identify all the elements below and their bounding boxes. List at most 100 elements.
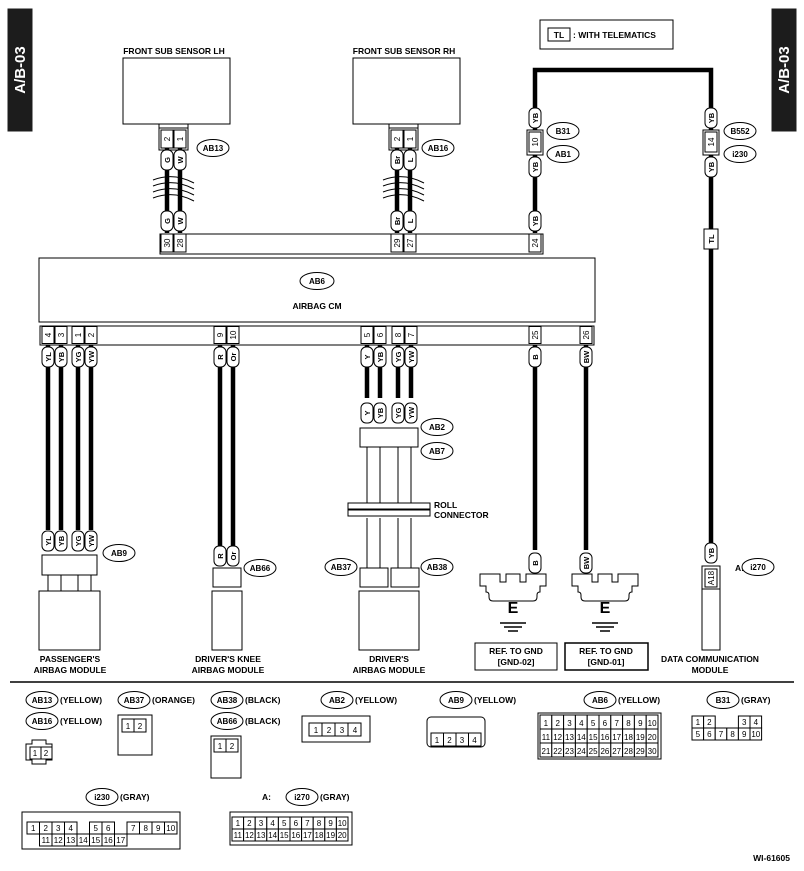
legend-ab37-oval-text: AB37	[124, 696, 145, 705]
legend-i270-pin-13: 13	[257, 831, 266, 840]
ab66-connector-frame	[212, 567, 242, 588]
legend-ab13-pin-2: 2	[44, 749, 49, 758]
airbag-cm-bottom-5-wire-label-text: Or	[229, 353, 238, 362]
sensor-lh-0-upper-wire-label	[160, 149, 174, 171]
airbag-cm-top-pin-strip	[159, 233, 544, 255]
legend-ab6-pin-6: 6	[603, 719, 608, 728]
legend-ab2-pin-2: 2	[327, 726, 332, 735]
ab2-0-wire-label	[360, 402, 374, 424]
legend-ab6-pin-25: 25	[589, 747, 598, 756]
ground-gnd-02-wire-label	[528, 552, 542, 574]
ground-gnd-01-wire-label	[579, 552, 593, 574]
legend-ab66-pin-1: 1	[218, 742, 223, 751]
ab9-code-oval	[102, 544, 136, 562]
b552-code-oval	[723, 122, 757, 140]
sensor-rh-twist-line	[382, 188, 425, 196]
sensor-rh-twist-line	[382, 194, 425, 202]
roll-connector-bottom	[347, 509, 431, 517]
legend-b31-pin-9: 9	[742, 730, 747, 739]
dcm-code-oval-text: i270	[750, 563, 766, 572]
legend-ab37-color: (ORANGE)	[152, 695, 195, 705]
legend-i230-pin-9: 9	[156, 824, 161, 833]
tl-marker-box	[703, 228, 719, 250]
legend-i230-cell	[164, 821, 178, 835]
airbag-cm-bottom-3-pin-text: 2	[87, 332, 96, 337]
legend-i230-pin-15: 15	[91, 836, 100, 845]
legend-ab66-pin-2: 2	[230, 742, 235, 751]
legend-ab13-oval-text: AB13	[32, 696, 53, 705]
airbag-cm-bottom-11-pin-text: 26	[582, 330, 591, 339]
legend-i270-pin-5: 5	[282, 819, 287, 828]
legend-ab9-color: (YELLOW)	[474, 695, 516, 705]
legend-i230-pin-11: 11	[42, 836, 51, 845]
airbag-cm-top-2-pin	[390, 233, 404, 253]
legend-ab13-color: (YELLOW)	[60, 695, 102, 705]
sensor-rh-0-upper-wire-label	[390, 149, 404, 171]
ab9-3-wire-label	[84, 530, 98, 552]
legend-ab37-pin-1: 1	[126, 722, 131, 731]
ground-gnd-01-ref-text-1: REF. TO GND	[579, 646, 633, 656]
dcm-prefix: A:	[735, 563, 744, 573]
legend-ab6-pin-1: 1	[544, 719, 549, 728]
airbag-cm-bottom-8-wire-label-text: YG	[394, 351, 403, 362]
b552-lower-wire-label-text: YB	[707, 161, 716, 172]
legend-i230-pin-14: 14	[79, 836, 88, 845]
airbag-cm-bottom-7-wire-label-text: YB	[376, 351, 385, 362]
right-section-tab	[771, 8, 797, 132]
drivers-airbag-module-label-1: DRIVER'S	[369, 654, 409, 664]
dcm-a18-pin	[704, 568, 718, 588]
telematics-legend-code: TL	[554, 30, 564, 40]
legend-i230-pin-2: 2	[44, 824, 49, 833]
legend-i270-pin-8: 8	[317, 819, 322, 828]
legend-ab9-pin-3: 3	[460, 736, 465, 745]
legend-ab6-pin-3: 3	[567, 719, 572, 728]
sensor-lh-1-pin-text: 1	[176, 136, 185, 141]
legend-i230-pin-7: 7	[131, 824, 136, 833]
airbag-cm-top-4-pin	[528, 233, 542, 253]
sensor-lh-0-lower-wire-label-text: G	[163, 218, 172, 224]
left-section-tab	[7, 8, 33, 132]
airbag-cm-bottom-4-pin	[213, 326, 227, 344]
drivers-knee-airbag-module-label-1: DRIVER'S KNEE	[195, 654, 261, 664]
airbag-cm-top-4-pin-text: 24	[531, 238, 540, 247]
legend-ab37-oval	[117, 691, 151, 709]
airbag-cm-bottom-1-pin	[54, 326, 68, 344]
airbag-cm-24-wire-label-text: YB	[531, 215, 540, 226]
airbag-cm-bottom-5-wire-label	[226, 346, 240, 368]
airbag-cm-bottom-10-wire-label-text: B	[531, 354, 540, 360]
data-communication-module-label-2: MODULE	[692, 665, 729, 675]
legend-i230-pin-10: 10	[166, 824, 175, 833]
legend-b31-pin-10: 10	[751, 730, 760, 739]
airbag-cm-bottom-4-wire-label-text: R	[216, 354, 225, 360]
sensor-lh-1-upper-wire-label	[173, 149, 187, 171]
ground-gnd-02-mark: E	[508, 600, 519, 617]
legend-ab37-pin-2: 2	[138, 722, 143, 731]
legend-b31-pin-6: 6	[707, 730, 712, 739]
b31-code-oval	[546, 122, 580, 140]
legend-i230-connector-frame	[21, 811, 181, 850]
legend-i230-pin-8: 8	[144, 824, 149, 833]
legend-ab9-pin-2: 2	[447, 736, 452, 745]
legend-ab16-color: (YELLOW)	[60, 716, 102, 726]
legend-ab6-pin-26: 26	[600, 747, 609, 756]
ab66-1-wire-label	[226, 545, 240, 567]
ab2-code-oval-text: AB2	[429, 423, 446, 432]
sensor-rh-0-pin-text: 2	[393, 136, 402, 141]
legend-ab13-oval	[25, 691, 59, 709]
legend-i230-pin-13: 13	[66, 836, 75, 845]
legend-ab66-oval-text: AB66	[217, 717, 238, 726]
legend-ab6-pin-4: 4	[579, 719, 584, 728]
legend-ab66-oval	[210, 712, 244, 730]
ground-gnd-02-wire-label-text: B	[531, 560, 540, 566]
sensor-lh-connector-code-oval	[196, 139, 230, 157]
sensor-rh-1-lower-wire-label	[403, 210, 417, 232]
legend-b31-pin-7: 7	[719, 730, 724, 739]
airbag-cm-bottom-2-pin	[71, 326, 85, 344]
legend-i230-oval-text: i230	[94, 793, 110, 802]
airbag-cm-bottom-pin-strip	[39, 325, 595, 346]
legend-ab13-connector-shape	[25, 739, 53, 765]
airbag-cm-bottom-10-pin-text: 25	[531, 330, 540, 339]
legend-ab2-oval	[320, 691, 354, 709]
legend-i230-color: (GRAY)	[120, 792, 150, 802]
